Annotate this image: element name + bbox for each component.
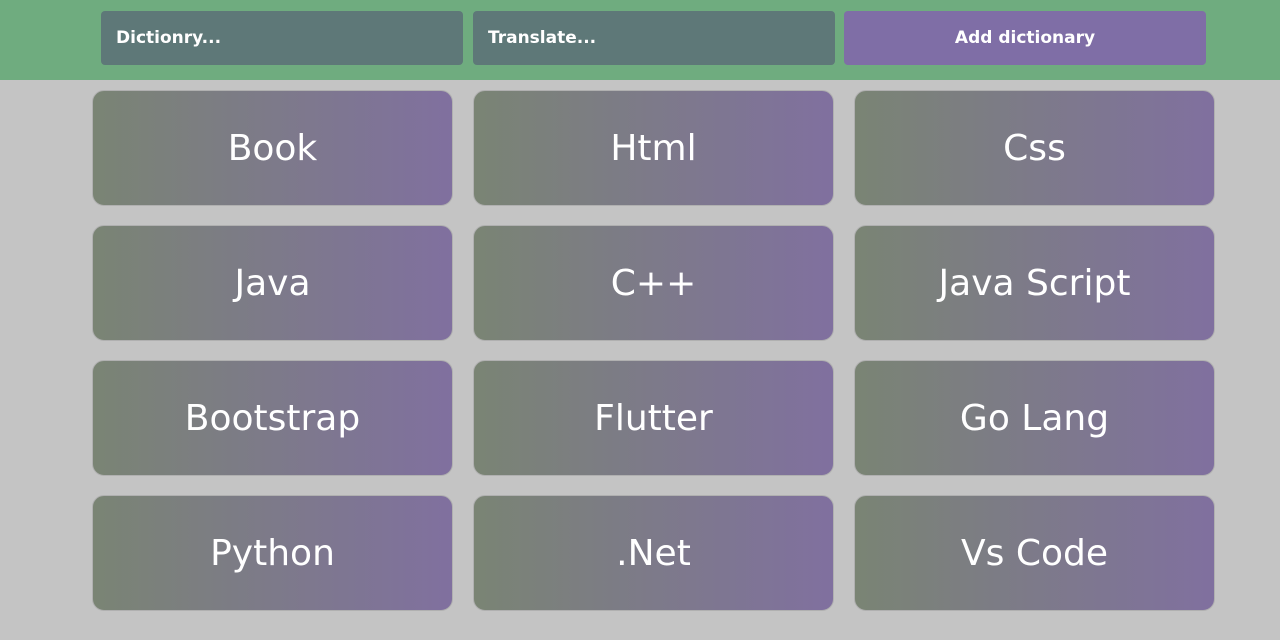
dictionary-card-vscode[interactable]: Vs Code [854,495,1215,611]
header-bar: Add dictionary [0,0,1280,80]
dictionary-card-book[interactable]: Book [92,90,453,206]
dictionary-card-html[interactable]: Html [473,90,834,206]
translate-input[interactable] [473,11,835,65]
add-dictionary-button[interactable]: Add dictionary [844,11,1206,65]
dictionary-card-css[interactable]: Css [854,90,1215,206]
dictionary-card-golang[interactable]: Go Lang [854,360,1215,476]
dictionary-card-python[interactable]: Python [92,495,453,611]
dictionary-card-javascript[interactable]: Java Script [854,225,1215,341]
dictionary-input[interactable] [101,11,463,65]
dictionary-card-flutter[interactable]: Flutter [473,360,834,476]
dictionary-card-dotnet[interactable]: .Net [473,495,834,611]
dictionary-card-java[interactable]: Java [92,225,453,341]
dictionary-card-bootstrap[interactable]: Bootstrap [92,360,453,476]
dictionary-card-cpp[interactable]: C++ [473,225,834,341]
